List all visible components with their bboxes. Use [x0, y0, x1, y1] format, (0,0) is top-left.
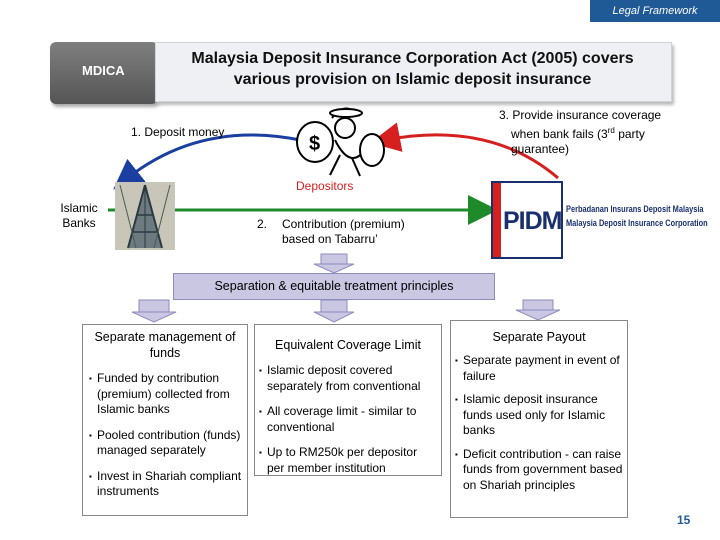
bank-building-icon: [115, 182, 175, 250]
payout-box: Separate Payout Separate payment in even…: [450, 320, 628, 518]
list-item: Islamic deposit covered separately from …: [259, 363, 437, 394]
down-arrow-right: [516, 300, 560, 320]
coverage-list: Islamic deposit covered separately from …: [259, 363, 437, 476]
list-item: Pooled contribution (funds) managed sepa…: [89, 428, 243, 459]
management-box: Separate management of funds Funded by c…: [82, 324, 248, 516]
list-item: Up to RM250k per depositor per member in…: [259, 445, 437, 476]
pidm-logo-stripe: [493, 183, 501, 257]
svg-text:$: $: [309, 133, 320, 155]
deposit-arrow: [125, 135, 300, 180]
management-list: Funded by contribution (premium) collect…: [89, 371, 243, 500]
coverage-box: Equivalent Coverage Limit Islamic deposi…: [254, 324, 442, 476]
list-item: Funded by contribution (premium) collect…: [89, 371, 243, 418]
coverage-title: Equivalent Coverage Limit: [255, 337, 441, 353]
list-item: Islamic deposit insurance funds used onl…: [455, 392, 623, 439]
pidm-logo: PIDM: [491, 181, 563, 259]
payout-title: Separate Payout: [451, 329, 627, 345]
page-number: 15: [677, 513, 690, 527]
contribution-label: Contribution (premium) based on Tabarru’: [282, 217, 405, 247]
coverage-line-1: 3. Provide insurance coverage: [499, 108, 661, 123]
depositor-icon: $: [297, 108, 384, 176]
coverage-line-3: guarantee): [499, 142, 661, 157]
pidm-logo-text: PIDM: [503, 207, 562, 236]
payout-list: Separate payment in event of failure Isl…: [455, 353, 623, 493]
down-arrow-left: [132, 300, 176, 322]
list-item: Separate payment in event of failure: [455, 353, 623, 384]
list-item: Deficit contribution - can raise funds f…: [455, 447, 623, 494]
pidm-name: Perbadanan Insurans Deposit Malaysia Mal…: [566, 203, 708, 231]
management-title: Separate management of funds: [83, 329, 247, 361]
coverage-label: 3. Provide insurance coverage when bank …: [499, 108, 661, 157]
coverage-line-2: when bank fails (3rd party: [499, 123, 661, 142]
contribution-number: 2.: [257, 217, 267, 232]
down-arrow-center: [314, 300, 354, 322]
depositors-label: Depositors: [296, 179, 353, 194]
islamic-banks-label: Islamic Banks: [58, 201, 100, 231]
deposit-money-label: 1. Deposit money: [131, 125, 224, 140]
list-item: Invest in Shariah compliant instruments: [89, 469, 243, 500]
principles-band: Separation & equitable treatment princip…: [173, 273, 495, 300]
down-arrow-to-band: [314, 254, 354, 273]
list-item: All coverage limit - similar to conventi…: [259, 404, 437, 435]
